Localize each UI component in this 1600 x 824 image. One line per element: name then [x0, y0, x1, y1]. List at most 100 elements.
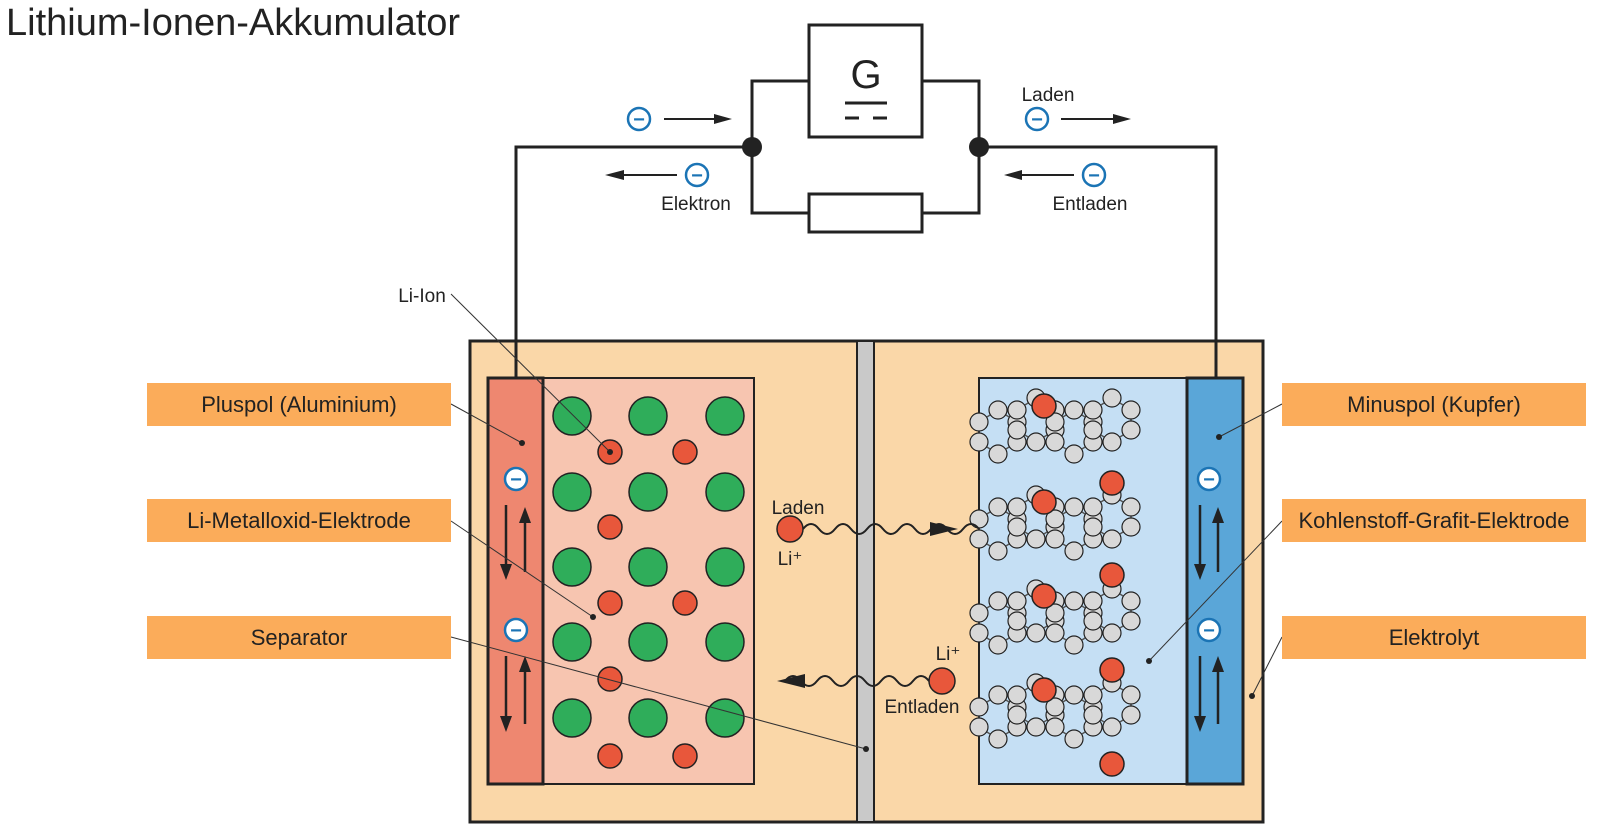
li-ion-particle	[1099, 751, 1125, 777]
collector-arrow-down-head	[1194, 564, 1206, 580]
carbon-atom	[1102, 717, 1122, 737]
carbon-atom	[1064, 541, 1084, 561]
metal-oxide-particle	[552, 472, 592, 512]
li-ion-particle	[597, 514, 623, 540]
metal-oxide-particle	[705, 698, 745, 738]
carbon-atom	[969, 623, 989, 643]
callout-li-metalloxid: Li-Metalloxid-Elektrode	[147, 499, 451, 542]
li-ion-particle	[597, 590, 623, 616]
carbon-atom	[1026, 432, 1046, 452]
collector-arrow-up-head	[519, 656, 531, 672]
electron-symbol: −	[1203, 620, 1215, 642]
carbon-atom	[1007, 420, 1027, 440]
carbon-atom	[988, 444, 1008, 464]
carbon-atom	[1026, 529, 1046, 549]
electron-ring	[1196, 466, 1222, 492]
carbon-atom	[1083, 591, 1103, 611]
generator-box	[807, 23, 924, 139]
label-laden-migration: Laden	[772, 498, 825, 519]
metal-oxide-particle	[552, 698, 592, 738]
carbon-atom	[1121, 420, 1141, 440]
carbon-atom	[1083, 497, 1103, 517]
label-entladen-migration: Entladen	[884, 697, 959, 718]
collector-arrow-down-head	[1194, 716, 1206, 732]
page-title: Lithium-Ionen-Akkumulator	[6, 2, 461, 44]
li-ion-particle	[1099, 470, 1125, 496]
carbon-atom	[1007, 400, 1027, 420]
metal-oxide-particle	[628, 547, 668, 587]
carbon-atom	[988, 591, 1008, 611]
collector-arrow-down-head	[500, 564, 512, 580]
electron-symbol: −	[510, 469, 522, 491]
carbon-atom	[1045, 717, 1065, 737]
carbon-atom	[1007, 517, 1027, 537]
metal-oxide-particle	[628, 698, 668, 738]
li-ion-particle	[597, 743, 623, 769]
label-laden-top: Laden	[1022, 85, 1075, 106]
carbon-atom	[969, 509, 989, 529]
circuit-electron-right-bottom: −	[1004, 162, 1107, 188]
li-ion-particle	[1099, 657, 1125, 683]
li-ion-particle	[672, 743, 698, 769]
pluspol-collector	[486, 376, 545, 786]
carbon-atom	[988, 729, 1008, 749]
carbon-atom	[1026, 717, 1046, 737]
minuspol-collector	[1185, 376, 1245, 786]
li-ion-particle	[1031, 677, 1057, 703]
li-ion-particle	[672, 439, 698, 465]
carbon-atom	[1007, 497, 1027, 517]
callout-pointer-dots	[519, 434, 1255, 752]
carbon-atom	[988, 400, 1008, 420]
carbon-atom	[1045, 603, 1065, 623]
carbon-atom	[1026, 623, 1046, 643]
collector-electron: −	[1196, 466, 1222, 492]
junction-left	[742, 137, 762, 157]
resistor	[807, 192, 924, 234]
electron-symbol: −	[510, 620, 522, 642]
li-ion-particle	[672, 590, 698, 616]
label-entladen-top: Entladen	[1052, 194, 1127, 215]
callout-minuspol: Minuspol (Kupfer)	[1282, 383, 1586, 426]
circuit-electron-left-top: −	[626, 106, 732, 132]
separator-membrane	[856, 340, 875, 823]
metal-oxide-particle	[705, 622, 745, 662]
carbon-atom	[1121, 611, 1141, 631]
carbon-atom	[1064, 400, 1084, 420]
carbon-atom	[1121, 685, 1141, 705]
carbon-atom	[969, 412, 989, 432]
carbon-atom	[988, 685, 1008, 705]
generator-symbol: G	[850, 53, 881, 97]
li-ion-migration-entladen	[777, 667, 956, 695]
callout-kohlenstoff: Kohlenstoff-Grafit-Elektrode	[1282, 499, 1586, 542]
carbon-atom	[1007, 685, 1027, 705]
callout-separator: Separator	[147, 616, 451, 659]
metal-oxide-particle	[705, 547, 745, 587]
collector-arrow-down-head	[500, 716, 512, 732]
carbon-atom	[988, 497, 1008, 517]
carbon-atom	[1064, 685, 1084, 705]
metal-oxide-particle	[628, 472, 668, 512]
carbon-atom	[1121, 591, 1141, 611]
collector-arrow-up-head	[1212, 656, 1224, 672]
carbon-atom	[1083, 517, 1103, 537]
collector-arrow-up-head	[1212, 507, 1224, 523]
li-ion-particle	[1031, 489, 1057, 515]
carbon-atom	[1045, 509, 1065, 529]
carbon-atom	[969, 697, 989, 717]
metal-oxide-particle	[552, 547, 592, 587]
junction-right	[969, 137, 989, 157]
li-ion-particle	[1031, 393, 1057, 419]
carbon-atom	[1064, 591, 1084, 611]
carbon-atom	[1083, 420, 1103, 440]
carbon-atom	[988, 635, 1008, 655]
carbon-atom	[1083, 611, 1103, 631]
carbon-atom	[1121, 517, 1141, 537]
carbon-atom	[1007, 591, 1027, 611]
carbon-atom	[1045, 412, 1065, 432]
carbon-atom	[1007, 611, 1027, 631]
electron-symbol: −	[1203, 469, 1215, 491]
electron-ring	[503, 466, 529, 492]
carbon-atom	[1121, 497, 1141, 517]
carbon-atom	[1045, 697, 1065, 717]
li-ion-particle	[1031, 583, 1057, 609]
